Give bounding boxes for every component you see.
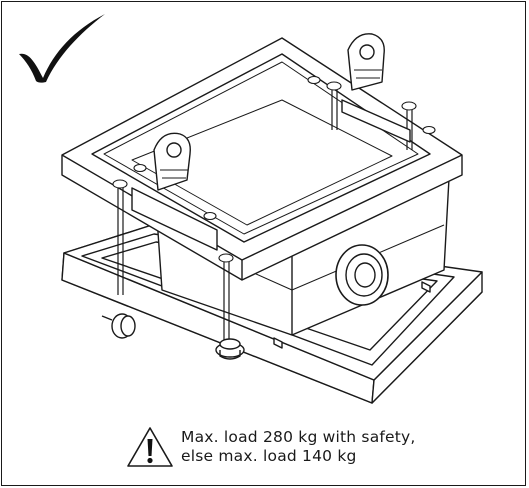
rear-clamp	[341, 33, 411, 143]
load-warning: Max. load 280 kg with safety, else max. …	[126, 422, 506, 482]
adjustment-knob	[101, 313, 136, 339]
rod-base	[215, 338, 245, 360]
front-clamp	[131, 132, 218, 251]
threaded-rods	[117, 88, 413, 342]
nuts	[112, 75, 436, 263]
projector-mount-illustration	[61, 33, 483, 404]
warning-line-1: Max. load 280 kg with safety,	[181, 428, 416, 446]
warning-text: Max. load 280 kg with safety, else max. …	[181, 428, 416, 466]
warning-triangle-icon	[127, 427, 173, 467]
warning-line-2: else max. load 140 kg	[181, 447, 357, 465]
checkmark-icon	[19, 14, 105, 83]
